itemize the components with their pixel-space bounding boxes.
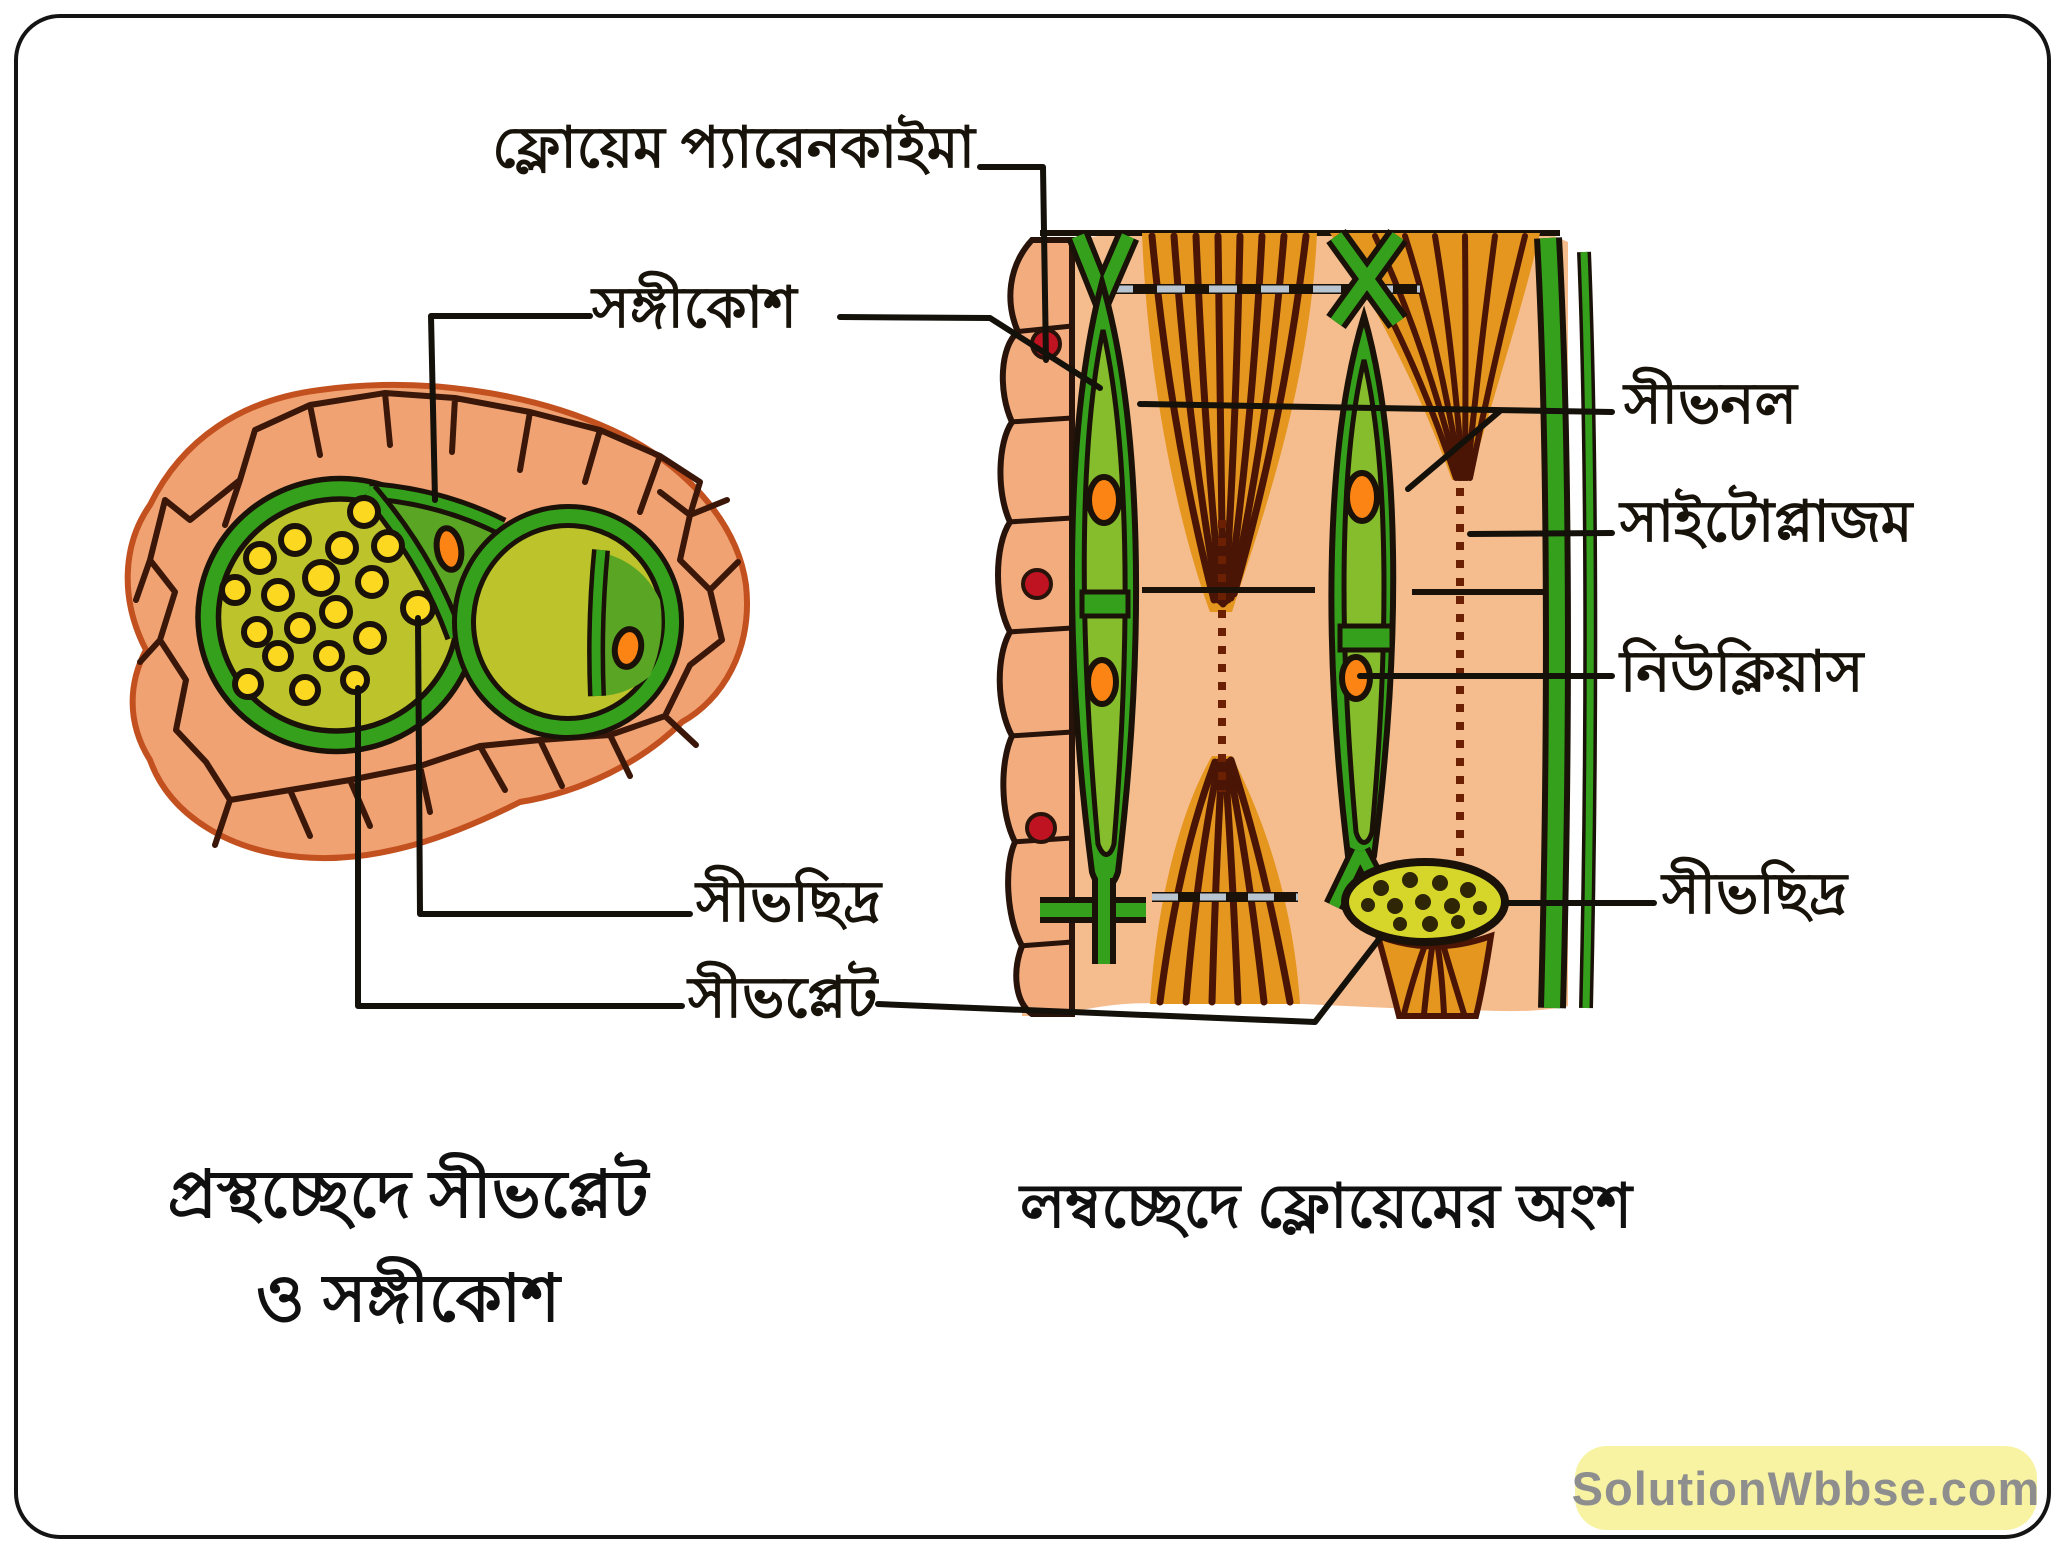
sieve-plate-face (1341, 858, 1509, 946)
caption-cross-section-line2: ও সঙ্গীকোশ (255, 1261, 561, 1336)
sieve-pores (219, 495, 436, 706)
label-phloem-parenchyma: ফ্লোয়েম প্যারেনকাইমা (492, 116, 975, 180)
nucleus-companion-1 (433, 525, 465, 573)
parenchyma-cell-walls (133, 390, 741, 848)
leader-sieve-pore-left (415, 615, 693, 917)
leader-lines (355, 164, 1657, 1025)
label-nucleus: নিউক্লিয়াস (1620, 640, 1864, 704)
sieve-tube-funnel-bottom (1150, 756, 1300, 1004)
phloem-background (1022, 233, 1568, 1016)
leader-sieve-tube (1137, 401, 1615, 492)
cross-section-diagram (124, 382, 750, 862)
label-cytoplasm: সাইটোপ্লাজম (1620, 490, 1913, 554)
caption-cross-section: প্রস্থচ্ছেদে সীভপ্লেট ও সঙ্গীকোশ (128, 1142, 688, 1351)
label-companion-cell: সঙ্গীকোশ (592, 276, 797, 340)
label-sieve-pore-right: সীভছিদ্র (1662, 862, 1848, 926)
leader-phloem-parenchyma (977, 164, 1049, 363)
caption-longitudinal-section: লম্বচ্ছেদে ফ্লোয়েমের অংশ (1020, 1172, 1633, 1240)
sieve-tube-funnel-3 (1373, 931, 1495, 1019)
longitudinal-section-diagram (995, 228, 1598, 1019)
leader-sieve-plate-right (875, 935, 1383, 1025)
watermark-badge: SolutionWbbse.com (1572, 1446, 2039, 1530)
leader-companion-left (428, 313, 593, 503)
companion-cell-column-2 (1324, 228, 1408, 911)
nucleus-companion-2 (611, 626, 645, 670)
caption-cross-section-line1: প্রস্থচ্ছেদে সীভপ্লেট (167, 1157, 649, 1231)
companion-cell-2 (593, 552, 662, 696)
leader-sieve-plate-left (355, 685, 685, 1009)
figure-border (14, 14, 2051, 1539)
label-sieve-plate: সীভপ্লেট (688, 966, 878, 1030)
label-sieve-tube: সীভনল (1624, 372, 1797, 436)
leader-companion-right (837, 314, 1103, 391)
companion-cell-column-1 (1040, 231, 1146, 964)
leader-cytoplasm (1467, 530, 1615, 537)
label-sieve-pore-left: সীভছিদ্র (696, 870, 882, 934)
